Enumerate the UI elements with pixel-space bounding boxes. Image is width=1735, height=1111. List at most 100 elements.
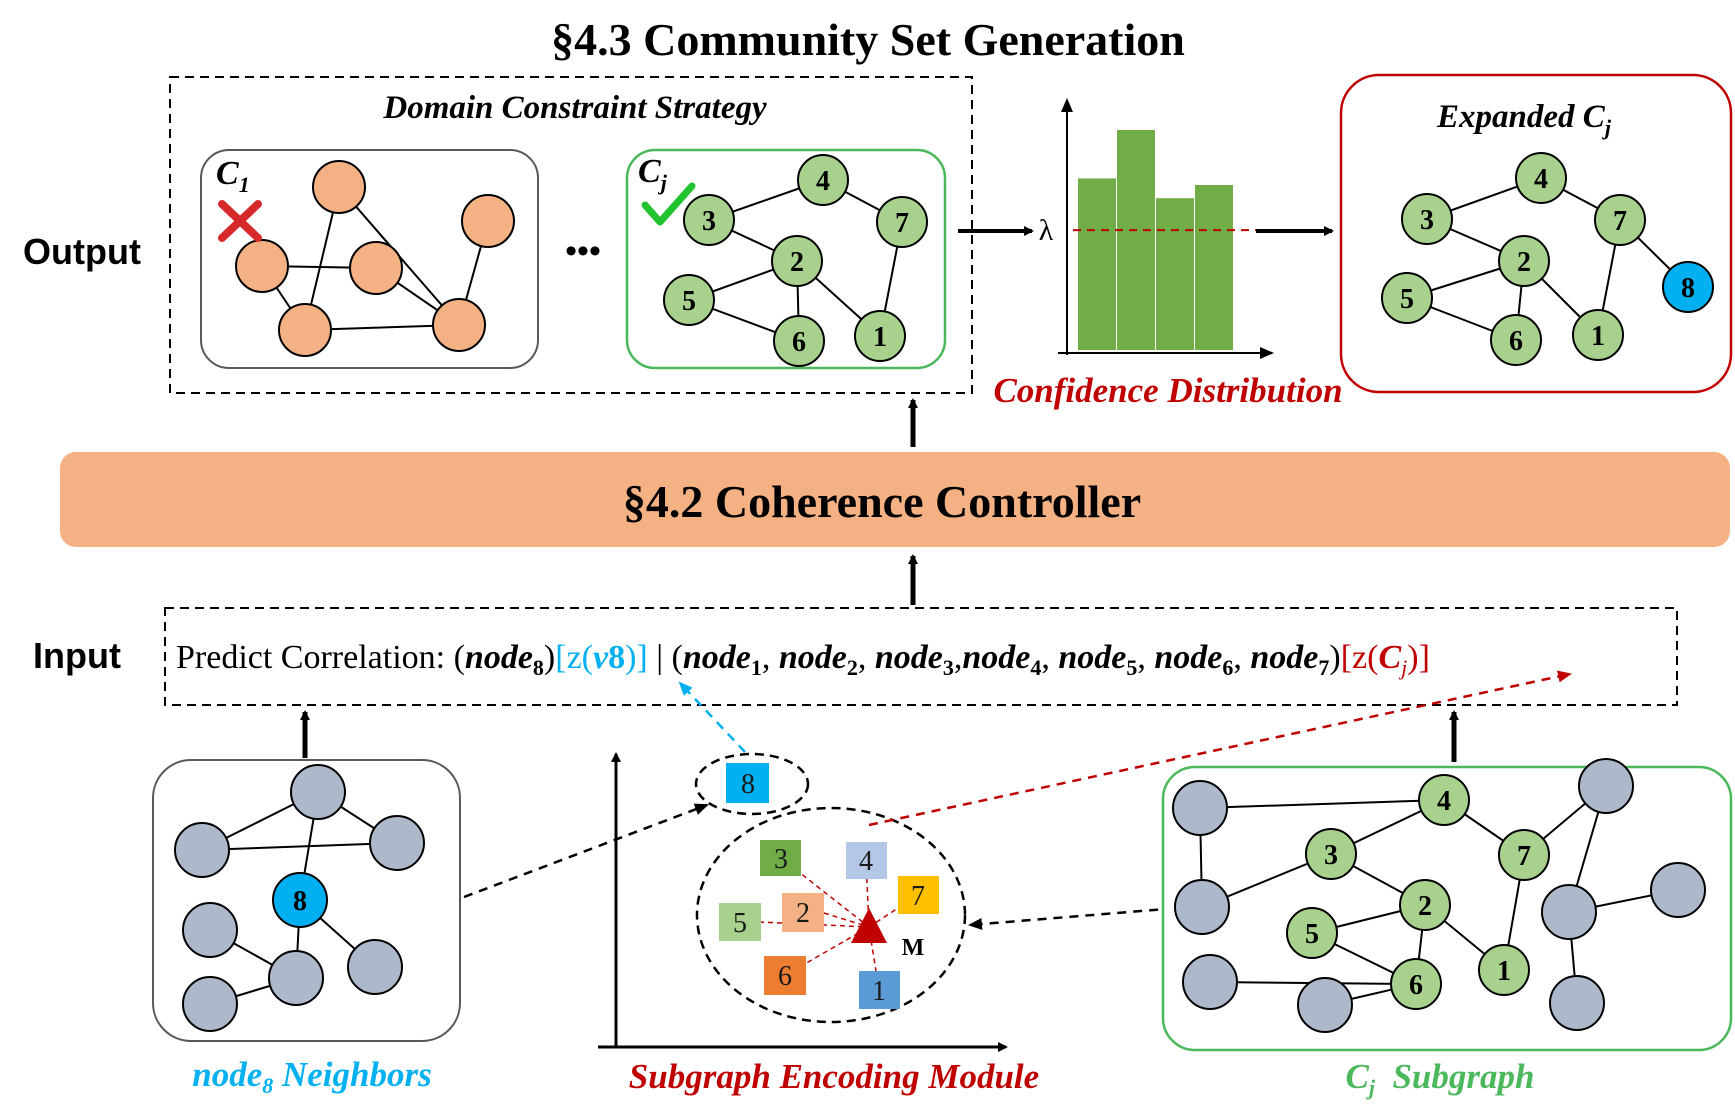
embedding-square [760, 840, 801, 876]
embedding-square-label: 7 [911, 881, 925, 912]
confidence-bar [1195, 185, 1233, 350]
subgraph-node-label: 1 [1497, 956, 1511, 987]
subgraph-node-label: 4 [1437, 786, 1451, 817]
encoding-caption: Subgraph Encoding Module [629, 1057, 1039, 1096]
cj-node [876, 196, 928, 248]
c1-node [312, 160, 366, 214]
domain-constraint-title: Domain Constraint Strategy [382, 90, 767, 126]
subgraph-to-encoding-arrow [968, 905, 1191, 931]
neighbor-node [369, 815, 425, 871]
confidence-bars [1078, 130, 1233, 350]
expanded-node [1498, 235, 1550, 287]
subgraph-community-node [1286, 907, 1338, 959]
encoding-axes [598, 752, 1008, 1052]
subgraph-outer-node [1297, 977, 1353, 1033]
subgraph-node-label: 6 [1409, 970, 1423, 1001]
subgraph-node-label: 5 [1305, 919, 1319, 950]
node8-embedding-arrow [678, 681, 746, 753]
c1-node [461, 194, 515, 248]
embedding-square-label: 1 [872, 976, 886, 1007]
c1-node [278, 303, 332, 357]
embedding-square-label: 3 [774, 844, 788, 875]
expanded-node-new [1662, 261, 1714, 313]
confidence-caption: Confidence Distribution [993, 371, 1342, 410]
expanded-node-label: 8 [1681, 273, 1695, 304]
c1-label: C1 [216, 155, 250, 197]
c1-node [432, 298, 486, 352]
neighbor-node [268, 950, 324, 1006]
cj-node-label: 2 [790, 247, 804, 278]
subgraph-nodes: 4 3 7 2 5 6 1 [1172, 758, 1706, 1033]
subgraph-outer-node [1650, 862, 1706, 918]
mean-triangle-icon [851, 908, 887, 943]
expanded-nodes: 3 4 7 2 5 6 1 8 [1381, 152, 1714, 366]
cj-subgraph-caption: Cj Subgraph [1345, 1057, 1534, 1100]
neighbor-node [347, 939, 403, 995]
expanded-node-label: 5 [1400, 284, 1414, 315]
c1-node [235, 239, 289, 293]
embedding-square [764, 956, 806, 995]
cj-node-label: 5 [682, 286, 696, 317]
confidence-bar [1078, 178, 1116, 350]
expanded-node [1381, 272, 1433, 324]
cj-node-label: 6 [792, 327, 806, 358]
coherence-controller-bar [60, 452, 1730, 547]
output-label: Output [23, 231, 141, 272]
neighbors-to-encoding-arrow [463, 803, 709, 899]
cj-label: Cj [638, 153, 668, 195]
subgraph-outer-node [1549, 975, 1605, 1031]
neighbor-node [290, 764, 346, 820]
neighbor-node [182, 976, 238, 1032]
subgraph-node-label: 2 [1418, 891, 1432, 922]
target-node-label: 8 [293, 886, 307, 917]
ellipsis-dots: ••• [565, 233, 601, 270]
cj-node [683, 194, 735, 246]
expanded-node-label: 4 [1534, 164, 1548, 195]
confidence-bar [1156, 198, 1194, 350]
subgraph-outer-node [1182, 954, 1238, 1010]
embedding-square-label: 2 [796, 898, 810, 929]
expanded-node [1401, 193, 1453, 245]
confidence-bar [1117, 130, 1155, 350]
neighbor-node [182, 902, 238, 958]
neighbors-caption: node8 Neighbors [192, 1055, 432, 1098]
cj-node [797, 154, 849, 206]
embedding-square [859, 971, 900, 1009]
embedding-square [898, 876, 939, 914]
expanded-node [1490, 314, 1542, 366]
cj-embedding-ellipse [695, 806, 967, 1024]
embedding-square [782, 893, 824, 932]
expanded-node [1572, 309, 1624, 361]
cj-node-label: 7 [895, 208, 909, 239]
confidence-chart: λ [1039, 98, 1274, 359]
embedding-squares: 8 3 4 7 5 2 6 1 [719, 763, 939, 1009]
subgraph-outer-node [1172, 780, 1228, 836]
embedding-square [846, 842, 887, 879]
cj-node [771, 235, 823, 287]
cj-node-label: 1 [873, 322, 887, 353]
subgraph-community-node [1390, 958, 1442, 1010]
cj-node [663, 274, 715, 326]
mean-label: M [902, 935, 925, 961]
cj-node [773, 315, 825, 367]
input-label: Input [33, 635, 121, 676]
input-prompt-box [164, 607, 1678, 706]
subgraph-outer-node [1174, 879, 1230, 935]
expanded-cj-panel [1339, 73, 1733, 394]
cj-embedding-arrow [868, 670, 1572, 827]
coherence-controller-label: §4.2 Coherence Controller [623, 476, 1141, 527]
subgraph-community-node [1418, 774, 1470, 826]
subgraph-community-node [1305, 828, 1357, 880]
expanded-node-label: 7 [1613, 206, 1627, 237]
subgraph-node-label: 3 [1324, 840, 1338, 871]
input-prompt-text: Predict Correlation: (node8)[z(v8)] | (n… [176, 639, 1430, 680]
embedding-square-label: 8 [741, 769, 755, 800]
expanded-node [1515, 152, 1567, 204]
lambda-symbol: λ [1039, 214, 1054, 247]
cj-node-label: 3 [702, 206, 716, 237]
neighbor-node [174, 822, 230, 878]
domain-constraint-box [169, 76, 973, 394]
c1-nodes [235, 160, 515, 357]
embedding-square-label: 5 [733, 908, 747, 939]
